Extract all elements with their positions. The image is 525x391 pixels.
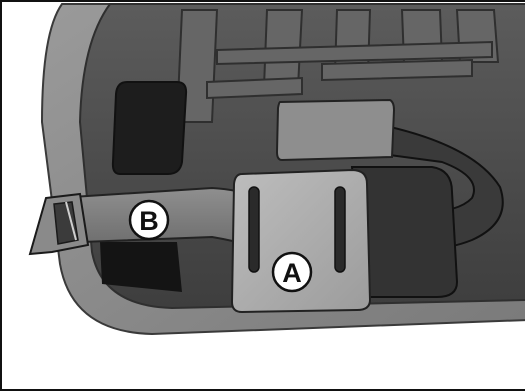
callout-b: B	[130, 201, 168, 239]
buckle-icon	[30, 194, 88, 254]
tray-slot	[113, 82, 186, 174]
callout-a: A	[273, 253, 311, 291]
strap-recess	[100, 242, 182, 292]
callout-a-label: A	[282, 258, 302, 288]
strap-top-flap	[277, 100, 394, 160]
callout-b-label: B	[139, 206, 159, 236]
